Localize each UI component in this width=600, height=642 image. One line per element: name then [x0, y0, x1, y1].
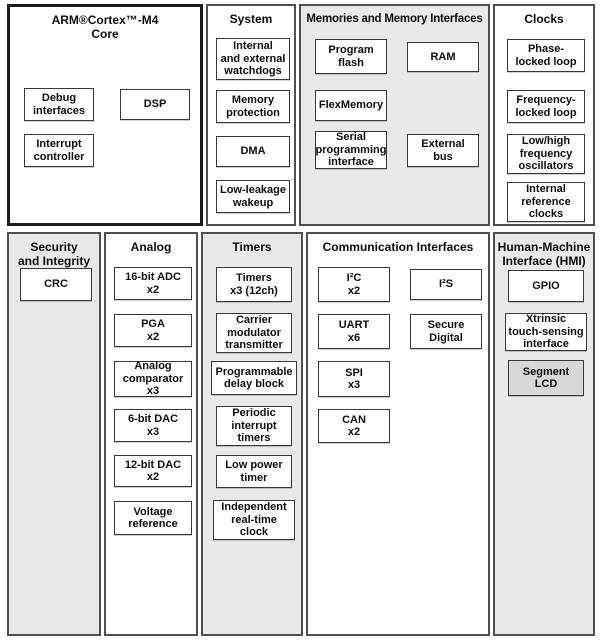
block-pga: PGA x2 [114, 314, 192, 347]
section-communication-interfaces-title: Communication Interfaces [322, 240, 474, 254]
section-analog: Analog 16-bit ADC x2 PGA x2 Analog compa… [104, 232, 198, 636]
block-12bit-dac: 12-bit DAC x2 [114, 455, 192, 487]
section-clocks-title: Clocks [524, 12, 564, 26]
section-communication-interfaces: Communication Interfaces I²C x2 UART x6 … [306, 232, 490, 636]
block-independent-real-time-clock: Independent real-time clock [213, 500, 295, 540]
section-security-integrity: Security and Integrity CRC [7, 232, 101, 636]
section-system-title: System [229, 12, 273, 26]
block-frequency-locked-loop: Frequency- locked loop [507, 90, 585, 123]
section-system: System Internal and external watchdogs M… [206, 4, 296, 226]
block-periodic-interrupt-timers: Periodic interrupt timers [216, 406, 292, 446]
section-arm-cortex-m4-core-title: ARM®Cortex™-M4 Core [51, 13, 159, 41]
block-memory-protection: Memory protection [216, 90, 290, 123]
block-voltage-reference: Voltage reference [114, 501, 192, 535]
section-memories-title: Memories and Memory Interfaces [306, 13, 483, 25]
block-external-bus: External bus [407, 134, 479, 167]
block-i2c: I²C x2 [318, 267, 390, 302]
block-6bit-dac: 6-bit DAC x3 [114, 409, 192, 442]
block-xtrinsic-touch-sensing-interface: Xtrinsic touch-sensing interface [505, 313, 587, 351]
section-security-integrity-title: Security and Integrity [17, 240, 90, 268]
block-carrier-modulator-transmitter: Carrier modulator transmitter [216, 313, 292, 353]
block-serial-programming-interface: Serial programming interface [315, 131, 387, 169]
block-16bit-adc: 16-bit ADC x2 [114, 267, 192, 300]
block-i2s: I²S [410, 269, 482, 300]
section-analog-title: Analog [130, 240, 172, 254]
block-programmable-delay-block: Programmable delay block [211, 361, 297, 395]
section-timers: Timers Timers x3 (12ch) Carrier modulato… [201, 232, 303, 636]
block-spi: SPI x3 [318, 361, 390, 397]
block-program-flash: Program flash [315, 39, 387, 74]
section-memories: Memories and Memory Interfaces Program f… [299, 4, 490, 226]
block-crc: CRC [20, 268, 92, 301]
section-arm-cortex-m4-core: ARM®Cortex™-M4 Core Debug interfaces DSP… [7, 4, 203, 226]
block-internal-reference-clocks: Internal reference clocks [507, 182, 585, 222]
block-segment-lcd: Segment LCD [508, 360, 584, 396]
block-can: CAN x2 [318, 409, 390, 443]
block-timers-x3: Timers x3 (12ch) [216, 267, 292, 302]
block-debug-interfaces: Debug interfaces [24, 88, 94, 121]
section-timers-title: Timers [232, 240, 272, 254]
block-dsp: DSP [120, 89, 190, 120]
block-interrupt-controller: Interrupt controller [24, 134, 94, 167]
block-uart: UART x6 [318, 314, 390, 349]
block-low-leakage-wakeup: Low-leakage wakeup [216, 180, 290, 213]
section-clocks: Clocks Phase- locked loop Frequency- loc… [493, 4, 595, 226]
block-secure-digital: Secure Digital [410, 314, 482, 349]
section-hmi-title: Human-Machine Interface (HMI) [497, 240, 591, 268]
block-dma: DMA [216, 136, 290, 167]
block-ram: RAM [407, 42, 479, 72]
block-low-power-timer: Low power timer [216, 455, 292, 488]
block-internal-external-watchdogs: Internal and external watchdogs [216, 38, 290, 80]
block-phase-locked-loop: Phase- locked loop [507, 39, 585, 72]
block-analog-comparator: Analog comparator x3 [114, 360, 192, 397]
block-flexmemory: FlexMemory [315, 90, 387, 121]
block-low-high-frequency-oscillators: Low/high frequency oscillators [507, 134, 585, 174]
section-hmi: Human-Machine Interface (HMI) GPIO Xtrin… [493, 232, 595, 636]
block-gpio: GPIO [508, 270, 584, 302]
